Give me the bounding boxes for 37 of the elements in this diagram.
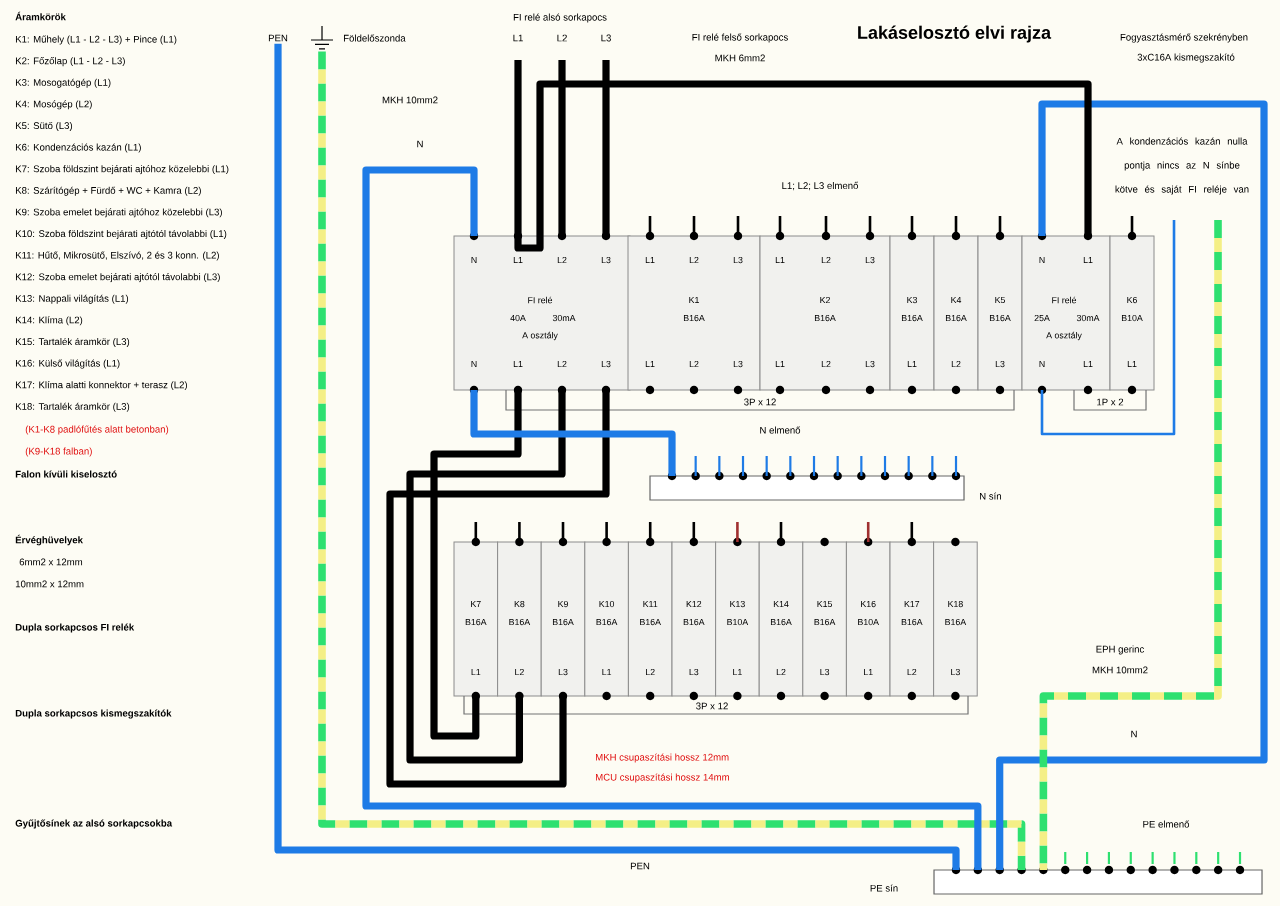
breaker-module xyxy=(453,522,499,701)
wire xyxy=(514,60,522,236)
breaker-module xyxy=(802,537,847,701)
busbar xyxy=(649,456,1001,501)
breaker-module xyxy=(584,522,629,701)
breaker-module xyxy=(627,522,673,701)
breaker-module xyxy=(889,216,935,395)
breaker-module xyxy=(540,522,586,701)
breaker-module xyxy=(497,522,542,701)
wire xyxy=(430,390,522,740)
wire xyxy=(362,166,982,870)
wire xyxy=(406,390,566,764)
wire xyxy=(996,100,1268,870)
breaker-module xyxy=(889,522,935,701)
breaker-module xyxy=(977,216,1023,395)
busbar xyxy=(870,852,1263,895)
breaker-module xyxy=(933,216,979,395)
rcd-module xyxy=(453,231,631,395)
wire xyxy=(318,51,1026,870)
breaker-module xyxy=(845,522,891,701)
wire xyxy=(274,43,960,870)
breaker-module xyxy=(715,522,760,701)
ground-symbol xyxy=(310,25,334,50)
breaker-module xyxy=(759,216,891,395)
wire xyxy=(386,390,610,788)
wire xyxy=(514,80,1092,252)
breaker-module xyxy=(933,537,978,701)
title: Lakáselosztó elvi rajza xyxy=(858,25,1052,43)
breaker-module xyxy=(1109,216,1155,395)
breaker-module xyxy=(758,522,804,701)
breaker-module xyxy=(671,522,717,701)
wire xyxy=(558,60,566,236)
wire xyxy=(602,60,610,236)
wire xyxy=(1039,220,1222,870)
breaker-module xyxy=(627,216,761,395)
wire xyxy=(470,390,676,476)
wire xyxy=(1040,220,1176,436)
